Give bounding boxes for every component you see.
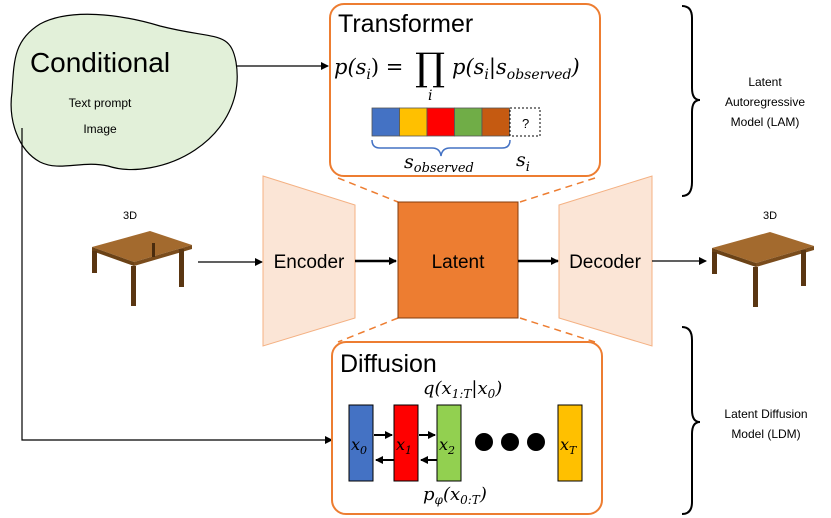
token-0: [371, 107, 400, 137]
diffusion-step-0: [348, 404, 374, 482]
svg-text:3D: 3D: [763, 210, 777, 222]
conditional-text-prompt: Text prompt: [69, 96, 132, 110]
svg-text:Latent: Latent: [748, 75, 782, 89]
encoder-block: Encoder: [262, 175, 356, 347]
ellipsis-dot: [501, 433, 519, 451]
token-3: [454, 107, 483, 137]
diffusion-step-T: [557, 404, 583, 482]
diffusion-steps: x0 x1 x2 xT: [348, 404, 583, 482]
svg-text:Decoder: Decoder: [569, 252, 641, 273]
svg-text:?: ?: [522, 116, 529, 131]
lam-bracket: Latent Autoregressive Model (LAM): [681, 5, 805, 197]
observed-brace: [371, 139, 511, 157]
diffusion-step-2: [436, 404, 462, 482]
decoder-block: Decoder: [558, 175, 653, 347]
ellipsis-dot: [475, 433, 493, 451]
token-4: [481, 107, 510, 137]
transformer-title: Transformer: [338, 10, 473, 38]
conditional-image: Image: [83, 122, 117, 136]
connector-dash: [519, 317, 596, 343]
connector-dash: [337, 317, 399, 343]
svg-text:Encoder: Encoder: [274, 252, 345, 273]
reverse-process-label: pφ(x0:T): [423, 484, 487, 507]
transformer-equation: p(si) = ∏ i p(si|sobserved): [334, 45, 580, 104]
diffusion-step-label: xT: [560, 435, 578, 457]
diffusion-step-label: x1: [396, 435, 412, 457]
svg-text:Latent Diffusion: Latent Diffusion: [724, 407, 807, 421]
conditional-blob: Conditional Text prompt Image: [10, 13, 238, 171]
observed-label: sobserved: [404, 151, 474, 176]
diffusion-step-label: x2: [439, 435, 455, 457]
diffusion-title: Diffusion: [340, 350, 437, 378]
connector-dash: [337, 177, 399, 203]
transformer-box: Transformer p(si) = ∏ i p(si|sobserved) …: [329, 3, 601, 177]
token-2: [426, 107, 455, 137]
forward-process-label: q(x1:T|x0): [423, 378, 502, 401]
svg-text:p(si) =: p(si) =: [334, 55, 403, 83]
diffusion-step-1: [393, 404, 419, 482]
ldm-bracket: Latent Diffusion Model (LDM): [681, 326, 808, 515]
conditional-to-diffusion-arrow: [21, 128, 333, 444]
svg-text:p(si|sobserved): p(si|sobserved): [452, 55, 580, 83]
ellipsis-dot: [527, 433, 545, 451]
svg-text:3D: 3D: [123, 210, 137, 222]
unknown-token: [509, 107, 541, 137]
svg-text:Autoregressive: Autoregressive: [725, 95, 805, 109]
conditional-title: Conditional: [30, 47, 170, 78]
token-sequence: [371, 107, 510, 137]
latent-block: Latent: [397, 201, 519, 319]
svg-text:Model (LDM): Model (LDM): [731, 427, 800, 441]
svg-text:i: i: [428, 88, 432, 104]
svg-text:Latent: Latent: [432, 252, 486, 273]
svg-text:Model (LAM): Model (LAM): [731, 115, 800, 129]
input-table-image: 3D: [92, 210, 192, 306]
diffusion-box: Diffusion q(x1:T|x0) x0 x1 x2 xT pφ(x0:T): [331, 341, 603, 515]
diffusion-step-label: x0: [351, 435, 367, 457]
token-1: [399, 107, 428, 137]
connector-dash: [519, 177, 596, 203]
product-symbol: ∏: [415, 45, 445, 89]
output-table-image: 3D: [712, 210, 814, 307]
next-token-label: si: [516, 149, 530, 175]
